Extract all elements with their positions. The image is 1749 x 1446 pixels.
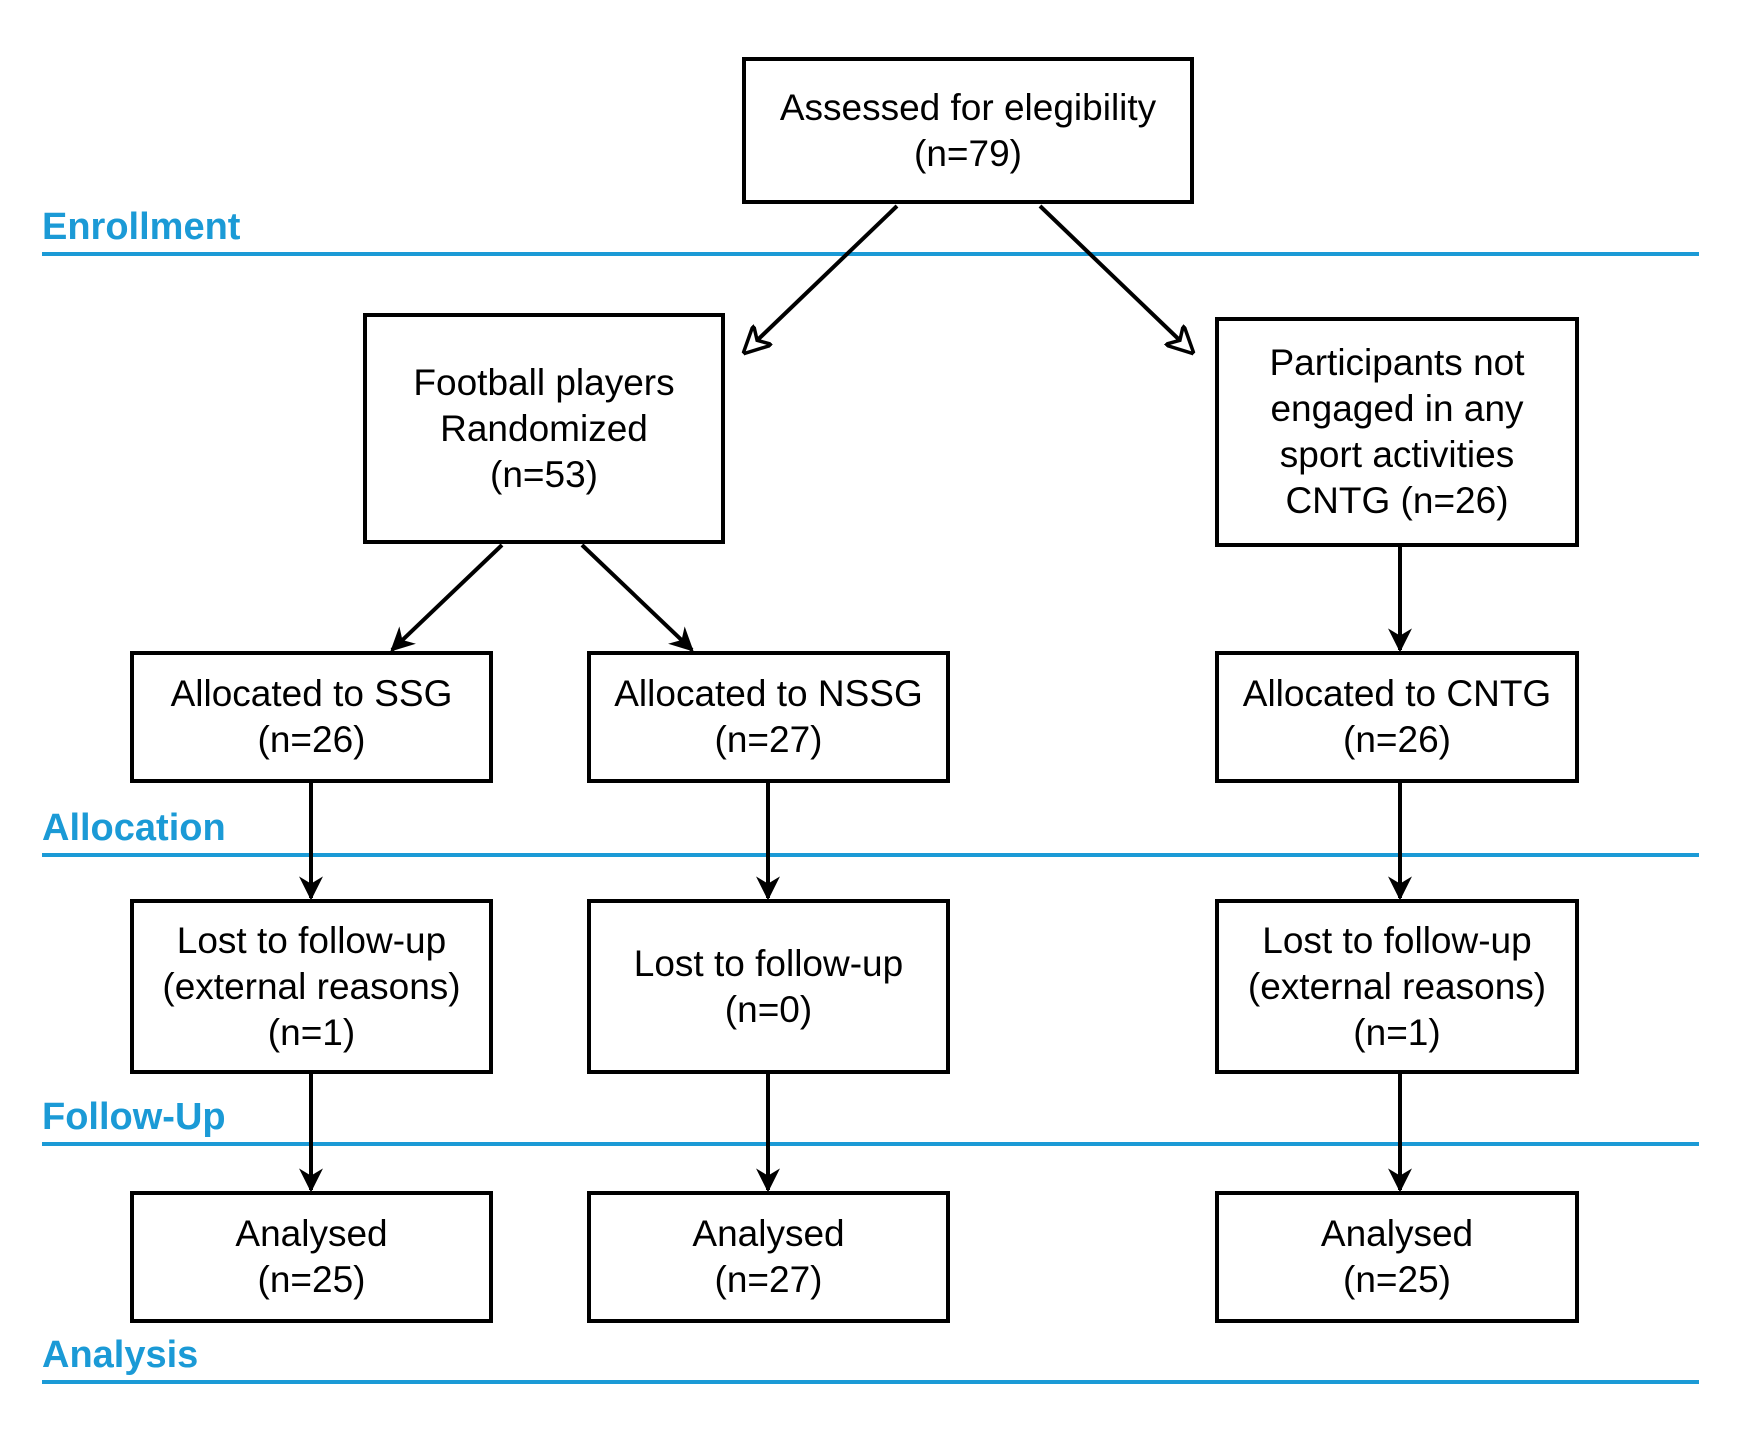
randomized-line1: Football players: [413, 361, 675, 403]
allocated-ssg-line1: Allocated to SSG: [170, 673, 453, 714]
phase-label-follow-up: Follow-Up: [42, 1096, 226, 1138]
not-engaged-line2: engaged in any: [1270, 388, 1524, 429]
not-engaged-line3: sport activities: [1279, 434, 1515, 475]
arrow-assessed-to-not-engaged: [1038, 204, 1192, 352]
assessed-box: Assessed for elegibility (n=79): [742, 57, 1194, 204]
lost-cntg-line2: (external reasons): [1247, 965, 1547, 1007]
analysed-nssg-box: Analysed (n=27): [587, 1191, 950, 1323]
allocated-cntg-line2: (n=26): [1343, 719, 1451, 760]
randomized-line3: (n=53): [490, 453, 598, 495]
not-engaged-line4: CNTG (n=26): [1285, 480, 1509, 521]
lost-cntg-line1: Lost to follow-up: [1262, 919, 1532, 961]
allocated-nssg-line1: Allocated to NSSG: [614, 673, 923, 714]
allocated-ssg-line2: (n=26): [257, 719, 366, 760]
phase-label-enrollment: Enrollment: [42, 206, 241, 248]
arrow-randomized-to-ssg: [390, 543, 504, 652]
randomized-box: Football players Randomized (n=53): [363, 313, 725, 544]
arrow-randomized-to-nssg: [580, 543, 694, 652]
phase-divider-allocation: [42, 853, 1699, 857]
arrow-assessed-to-randomized: [745, 204, 899, 352]
analysed-nssg-line2: (n=27): [714, 1259, 823, 1300]
allocated-nssg-box: Allocated to NSSG (n=27): [587, 651, 950, 783]
not-engaged-line1: Participants not: [1269, 342, 1525, 383]
phase-divider-analysis: [42, 1380, 1699, 1384]
phase-divider-enrollment: [42, 252, 1699, 256]
lost-cntg-box: Lost to follow-up (external reasons) (n=…: [1215, 899, 1579, 1074]
analysed-ssg-box: Analysed (n=25): [130, 1191, 493, 1323]
analysed-ssg-line1: Analysed: [235, 1213, 388, 1254]
lost-ssg-box: Lost to follow-up (external reasons) (n=…: [130, 899, 493, 1074]
analysed-cntg-line1: Analysed: [1320, 1213, 1474, 1254]
lost-nssg-line1: Lost to follow-up: [633, 942, 904, 984]
lost-ssg-line1: Lost to follow-up: [176, 919, 447, 961]
phase-label-allocation: Allocation: [42, 807, 226, 849]
allocated-cntg-line1: Allocated to CNTG: [1242, 673, 1552, 714]
phase-divider-follow-up: [42, 1142, 1699, 1146]
assessed-line2: (n=79): [914, 132, 1022, 174]
phase-label-analysis: Analysis: [42, 1334, 199, 1376]
lost-ssg-line3: (n=1): [267, 1011, 356, 1053]
not-engaged-box: Participants not engaged in any sport ac…: [1215, 317, 1579, 547]
analysed-ssg-line2: (n=25): [257, 1259, 366, 1300]
lost-nssg-line2: (n=0): [724, 988, 813, 1030]
lost-ssg-line2: (external reasons): [162, 965, 461, 1007]
randomized-line2: Randomized: [440, 407, 648, 449]
analysed-cntg-line2: (n=25): [1343, 1259, 1451, 1300]
allocated-ssg-box: Allocated to SSG (n=26): [130, 651, 493, 783]
lost-nssg-box: Lost to follow-up (n=0): [587, 899, 950, 1074]
assessed-line1: Assessed for elegibility: [779, 86, 1157, 128]
analysed-nssg-line1: Analysed: [692, 1213, 845, 1254]
lost-cntg-line3: (n=1): [1353, 1011, 1441, 1053]
allocated-nssg-line2: (n=27): [714, 719, 823, 760]
allocated-cntg-box: Allocated to CNTG (n=26): [1215, 651, 1579, 783]
analysed-cntg-box: Analysed (n=25): [1215, 1191, 1579, 1323]
